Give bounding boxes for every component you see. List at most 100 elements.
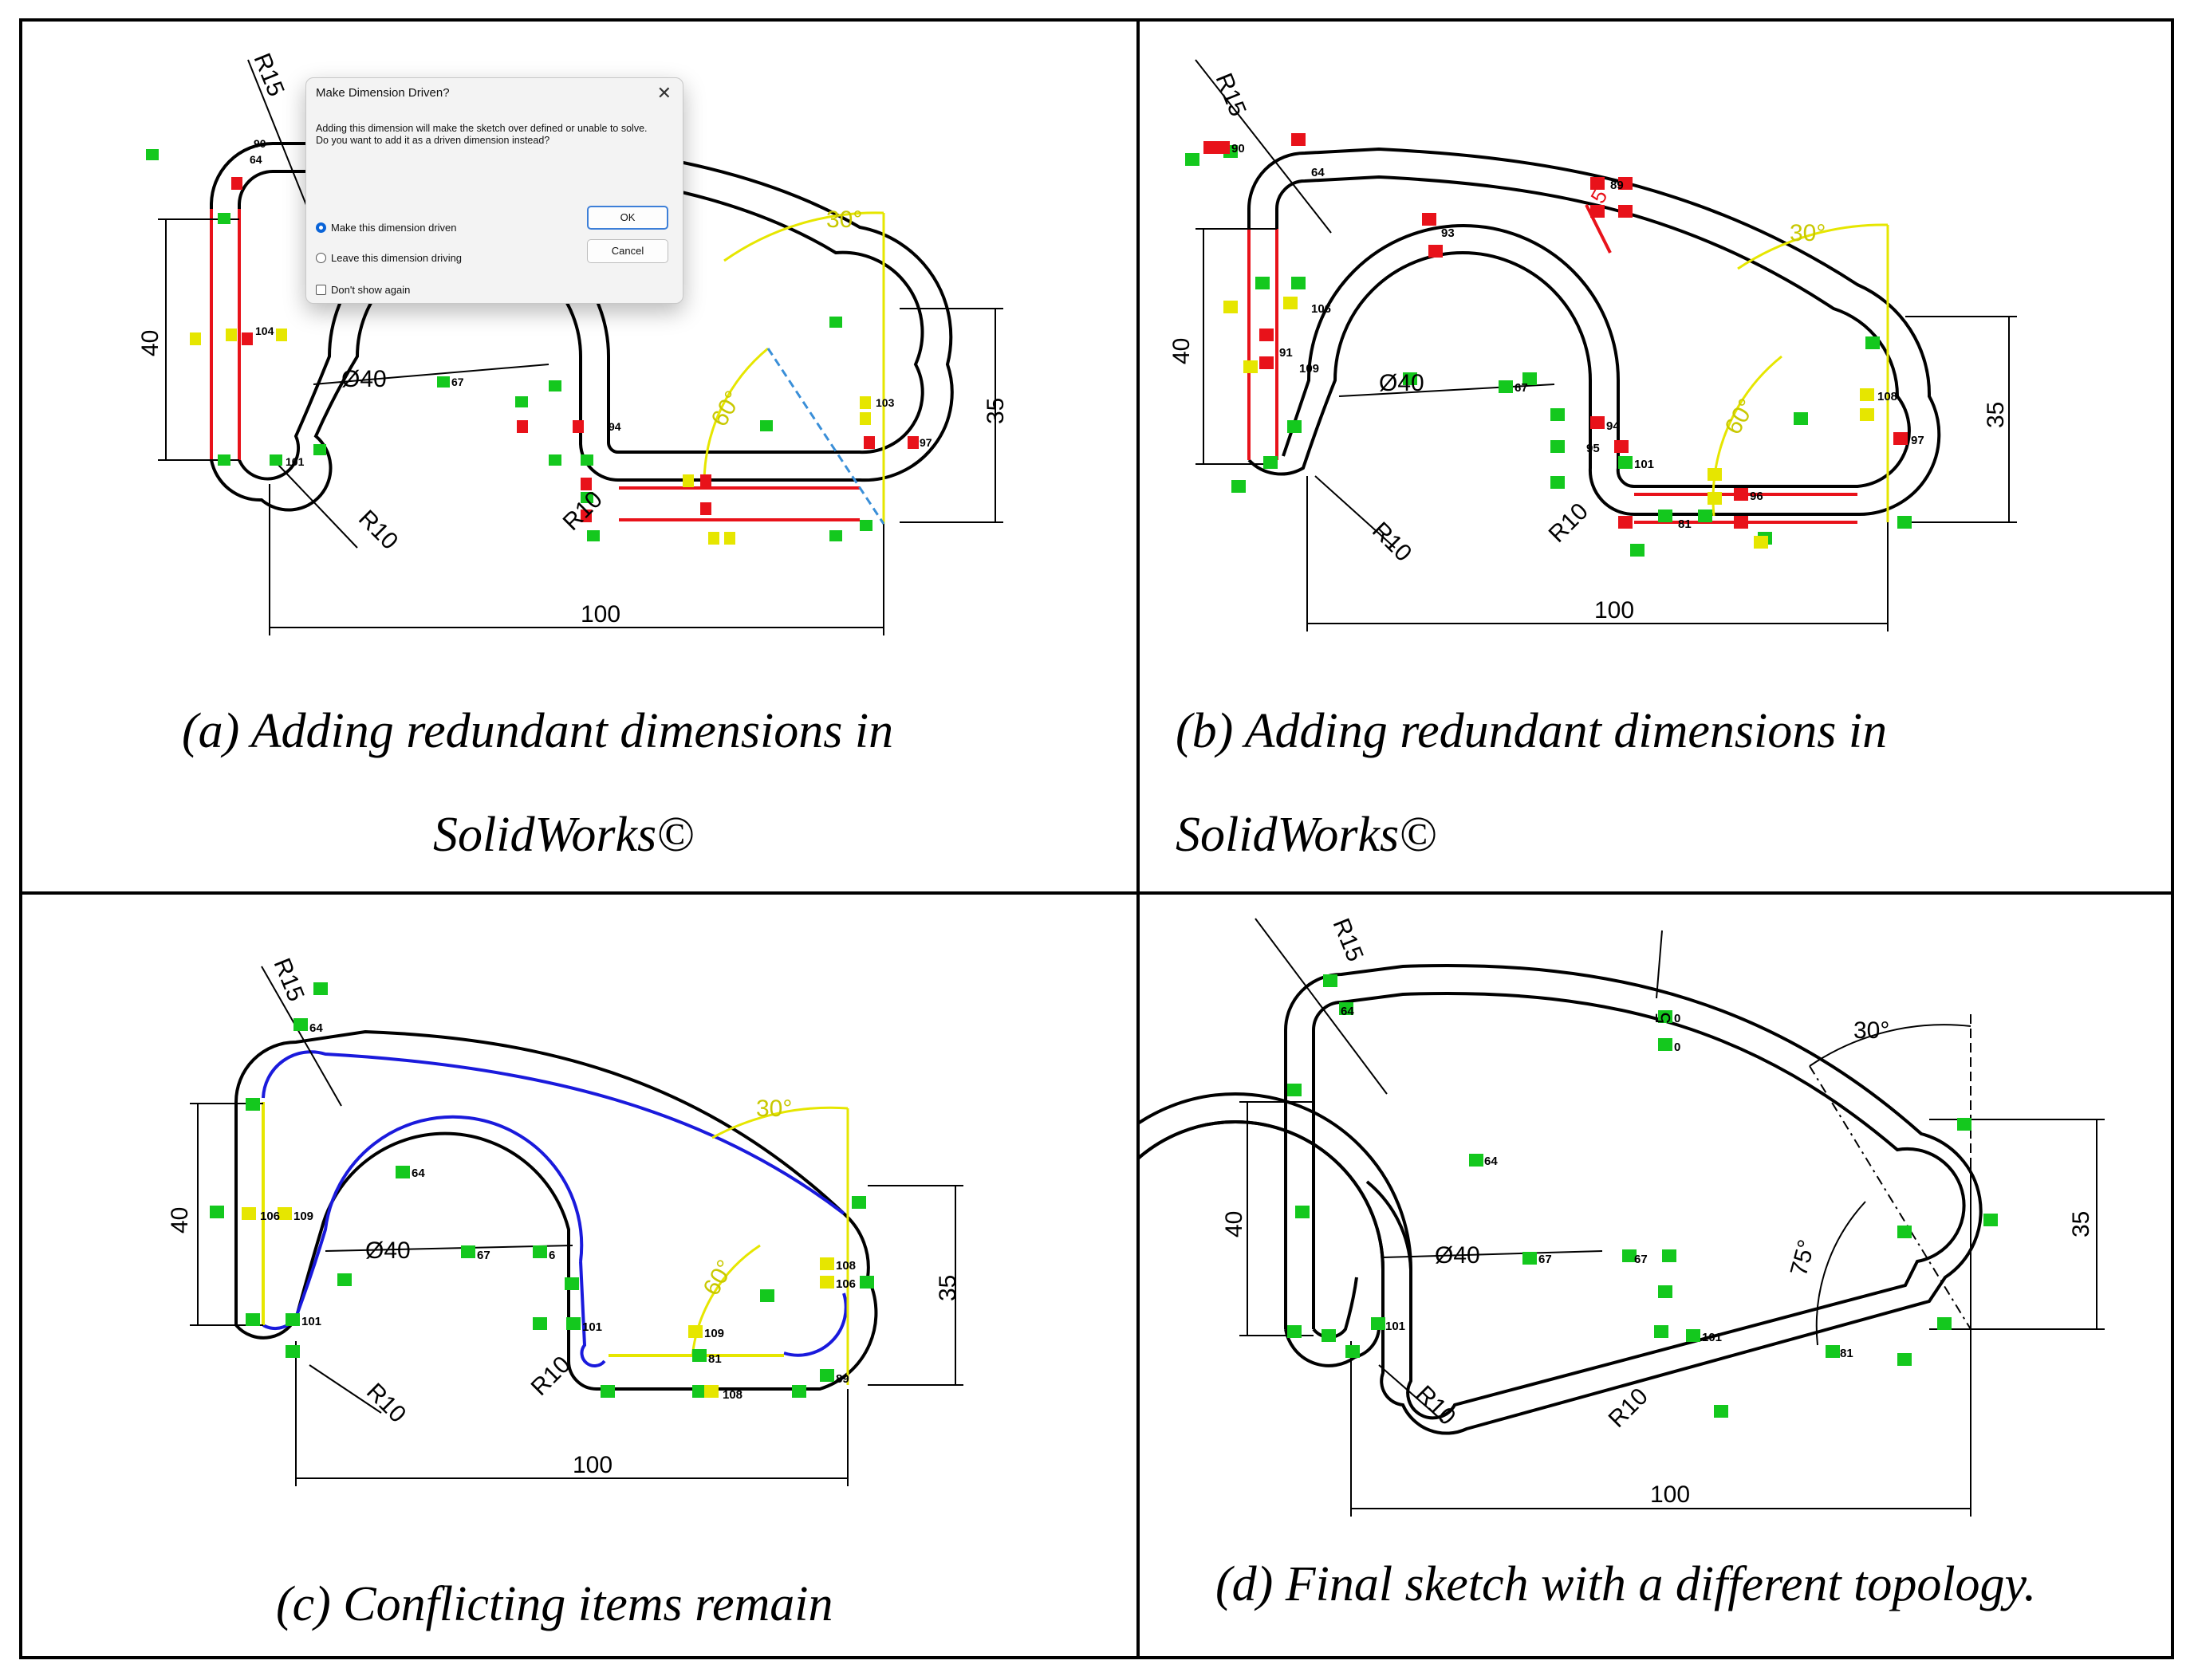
panel-a: 30° 60° Ø40 40 35 100 R15 R10 R10 90 64 …: [22, 22, 1136, 891]
rel-c-108: 108: [723, 1388, 742, 1402]
rel-b-94: 94: [1606, 419, 1620, 433]
caption-d: (d) Final sketch with a different topolo…: [1215, 1557, 2037, 1611]
rel-c-81: 81: [708, 1352, 722, 1366]
rel-c-6: 6: [549, 1249, 555, 1262]
rel-c-64-top: 64: [309, 1021, 323, 1035]
rel-d-67: 67: [1538, 1253, 1552, 1266]
dialog-title: Make Dimension Driven?: [316, 86, 450, 100]
dim-d-30: 30°: [1853, 1017, 1889, 1044]
rel-b-108: 108: [1877, 390, 1897, 403]
dim-a-r10-right: R10: [558, 486, 608, 536]
dim-b-r15: R15: [1211, 69, 1251, 120]
dim-d-100: 100: [1650, 1481, 1690, 1508]
dim-c-r10-left: R10: [361, 1379, 411, 1428]
dim-c-40: 40: [167, 1207, 193, 1233]
rel-a-67: 67: [451, 376, 464, 388]
sketch-b: 30° 60° Ø40 40 35 100 R15 R10 R10 5 90 6…: [1168, 59, 2017, 631]
caption-b-line2: SolidWorks©: [1176, 808, 1437, 862]
caption-b-line1: (b) Adding redundant dimensions in: [1176, 704, 1888, 758]
dont-show-again[interactable]: Don't show again: [316, 284, 410, 296]
dim-b-r10-right: R10: [1544, 498, 1593, 548]
rel-c-89: 89: [836, 1372, 849, 1386]
rel-b-64: 64: [1311, 166, 1325, 179]
dim-d-d40: Ø40: [1435, 1242, 1480, 1269]
dim-a-40: 40: [137, 330, 163, 356]
dim-d-75: 75°: [1786, 1237, 1821, 1278]
rel-d-64: 64: [1341, 1005, 1354, 1018]
rel-d-0: 0: [1674, 1012, 1680, 1025]
rel-c-106: 106: [260, 1210, 280, 1223]
dim-c-100: 100: [573, 1452, 613, 1478]
rel-c-101b: 101: [582, 1320, 602, 1334]
panel-b: 30° 60° Ø40 40 35 100 R15 R10 R10 5 90 6…: [1140, 22, 2171, 891]
checkbox-icon[interactable]: [316, 285, 326, 295]
dim-a-100: 100: [581, 601, 620, 628]
dim-c-30: 30°: [756, 1096, 792, 1122]
dim-d-40: 40: [1221, 1211, 1247, 1237]
dont-show-again-label: Don't show again: [331, 284, 411, 296]
dim-c-60: 60°: [698, 1256, 739, 1300]
cancel-button[interactable]: Cancel: [587, 239, 668, 263]
rel-d-64b: 64: [1484, 1155, 1498, 1168]
sketch-a: 30° 60° Ø40 40 35 100 R15 R10 R10 90 64 …: [137, 49, 1009, 635]
rel-b-97: 97: [1911, 434, 1924, 447]
rel-d-67b: 67: [1634, 1253, 1648, 1266]
radio-unselected-icon[interactable]: [316, 253, 326, 263]
rel-b-67: 67: [1515, 381, 1528, 395]
sketch-d: 30° 75° Ø40 40 35 100 R15 R10 R10 5 64 6…: [1140, 915, 2105, 1517]
dim-d-35: 35: [2068, 1211, 2094, 1237]
dim-a-30: 30°: [826, 207, 862, 233]
radio-selected-icon[interactable]: [316, 222, 326, 233]
rel-c-101: 101: [301, 1315, 321, 1328]
rel-d-0b: 0: [1674, 1041, 1680, 1054]
close-icon[interactable]: ✕: [656, 83, 672, 103]
dim-a-r10-left: R10: [353, 506, 403, 555]
dim-c-r15: R15: [269, 954, 309, 1005]
dim-b-30: 30°: [1790, 220, 1826, 246]
rel-a-97: 97: [920, 436, 932, 449]
dim-a-60: 60°: [706, 387, 746, 431]
rel-c-108b: 108: [836, 1259, 856, 1273]
dim-b-r10-left: R10: [1367, 517, 1416, 567]
dim-b-d40: Ø40: [1379, 370, 1424, 396]
ok-button[interactable]: OK: [587, 206, 668, 230]
sketch-c: 30° 60° Ø40 40 35 100 R15 R10 R10 64 64 …: [167, 954, 963, 1486]
dim-c-35: 35: [935, 1275, 961, 1301]
rel-b-89: 89: [1610, 179, 1624, 192]
rel-a-90: 90: [254, 137, 266, 150]
rel-c-109: 109: [293, 1210, 313, 1223]
rel-a-104: 104: [255, 325, 274, 337]
dim-c-d40: Ø40: [365, 1237, 411, 1264]
option-leave-driving[interactable]: Leave this dimension driving: [316, 252, 462, 264]
option-make-driven-label: Make this dimension driven: [331, 222, 457, 234]
dim-d-r15: R15: [1328, 915, 1369, 965]
rel-b-96: 96: [1750, 490, 1763, 503]
caption-a-line1: (a) Adding redundant dimensions in: [182, 704, 894, 758]
dim-b-100: 100: [1594, 597, 1634, 624]
rel-b-109: 109: [1299, 362, 1319, 376]
dim-a-35: 35: [983, 398, 1009, 424]
rel-b-101: 101: [1634, 458, 1654, 471]
rel-c-109b: 109: [704, 1327, 724, 1340]
rel-c-67: 67: [477, 1249, 490, 1262]
rel-d-101: 101: [1385, 1320, 1405, 1333]
rel-c-64: 64: [412, 1167, 425, 1180]
rel-b-90: 90: [1231, 142, 1245, 155]
rel-b-95: 95: [1586, 442, 1600, 455]
rel-a-101: 101: [286, 455, 305, 468]
option-make-driven[interactable]: Make this dimension driven: [316, 222, 457, 234]
rel-d-101b: 101: [1702, 1331, 1722, 1344]
rel-b-91: 91: [1279, 346, 1293, 360]
panel-c: 30° 60° Ø40 40 35 100 R15 R10 R10 64 64 …: [22, 895, 1136, 1656]
dim-b-40: 40: [1168, 338, 1195, 364]
rel-a-103: 103: [876, 396, 895, 409]
dim-a-d40: Ø40: [341, 366, 387, 392]
dialog-message: Adding this dimension will make the sket…: [316, 123, 648, 146]
rel-a-94: 94: [609, 420, 621, 433]
panel-d: 30° 75° Ø40 40 35 100 R15 R10 R10 5 64 6…: [1140, 895, 2171, 1656]
rel-c-106b: 106: [836, 1277, 856, 1291]
rel-b-93: 93: [1441, 226, 1455, 240]
dim-b-35: 35: [1983, 402, 2009, 428]
